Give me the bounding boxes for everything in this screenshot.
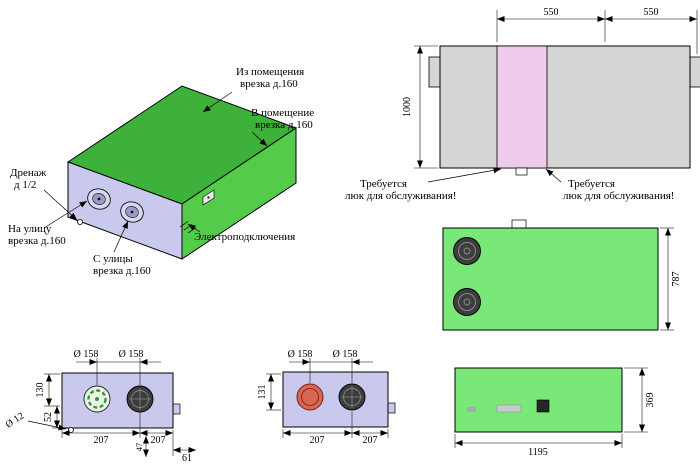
top-view-drain-tab	[515, 167, 528, 176]
top-view-body	[439, 45, 691, 169]
iso-port-right-center	[130, 210, 134, 214]
leader-to-room	[251, 131, 268, 147]
end-right-dia-right-label: Ø 158	[333, 349, 358, 360]
end-view-left: Ø 158 Ø 158 130 52 Ø 12 207 2	[4, 349, 196, 464]
iso-drain-fitting	[77, 218, 84, 225]
top-view: 550 550 1000 Требуется люк для обслужива…	[345, 7, 700, 202]
dim-787-label: 787	[671, 272, 682, 287]
dim-550-pair: 550 550	[496, 7, 698, 54]
end-left-port-fan	[83, 385, 111, 413]
label-from-street-line1: С улицы	[93, 253, 133, 265]
rear-view-electrical-box	[511, 219, 527, 229]
rear-view-port-top	[453, 237, 481, 265]
end-left-body	[61, 372, 174, 429]
dim-dia12: Ø 12	[4, 411, 67, 431]
label-drain-line2: д 1/2	[14, 179, 36, 191]
dim-1195: 1195	[454, 434, 623, 458]
iso-electrical-box-dot	[207, 196, 210, 199]
leader-service-right	[545, 168, 562, 183]
service-left-line1: Требуется	[360, 178, 407, 190]
top-view-right-port-stub	[689, 56, 700, 88]
end-right-port-grille	[338, 383, 366, 411]
dim-369: 369	[624, 367, 656, 433]
top-view-service-hatch	[496, 45, 548, 169]
dim-207c-label: 207	[310, 435, 325, 446]
end-right-dia-dims: Ø 158 Ø 158	[288, 349, 373, 383]
side-view-nameplate	[496, 404, 522, 413]
end-left-dia-right-label: Ø 158	[119, 349, 144, 360]
isometric-view: Из помещения врезка д.160 В помещение вр…	[8, 66, 314, 277]
dim-550-right-label: 550	[644, 7, 659, 18]
label-from-room-line2: врезка д.160	[240, 78, 298, 90]
label-to-street-line2: врезка д.160	[8, 235, 66, 247]
end-right-bottom-dims: 207 207	[282, 412, 389, 446]
end-right-port-red	[296, 383, 324, 411]
end-left-drain	[68, 427, 74, 433]
service-left-line2: люк для обслуживания!	[345, 190, 456, 202]
side-view-small-label	[467, 407, 476, 412]
leader-electrical	[187, 223, 201, 233]
iso-port-left-center	[97, 197, 101, 201]
iso-port-left	[87, 188, 111, 210]
side-view-electrical-box	[536, 399, 550, 413]
service-right-line2: люк для обслуживания!	[563, 190, 674, 202]
top-view-left-port-stub	[428, 56, 441, 88]
label-to-room-line1: В помещение	[251, 107, 314, 119]
iso-port-right	[120, 201, 144, 223]
service-right-line1: Требуется	[568, 178, 615, 190]
end-right-dia-left-label: Ø 158	[288, 349, 313, 360]
rear-view-port-bottom	[453, 288, 481, 316]
dim-130-label: 130	[35, 383, 46, 398]
dim-787: 787	[660, 227, 682, 331]
end-left-connector-stub	[172, 403, 181, 415]
leader-from-street	[113, 220, 129, 253]
leader-drain	[43, 189, 78, 221]
dim-52-label: 52	[43, 412, 54, 422]
label-from-street-line2: врезка д.160	[93, 265, 151, 277]
dim-131-label: 131	[257, 385, 268, 400]
end-left-dia-left-label: Ø 158	[74, 349, 99, 360]
dim-207b-label: 207	[151, 435, 166, 446]
label-from-room-line1: Из помещения	[236, 66, 304, 78]
leader-service-left	[427, 167, 502, 183]
end-view-right: Ø 158 Ø 158 131 207 207	[257, 349, 396, 446]
dim-61-label: 61	[182, 453, 192, 464]
dim-dia12-label: Ø 12	[4, 411, 27, 431]
dim-1000-label: 1000	[402, 97, 413, 117]
label-to-street-line1: На улицу	[8, 223, 52, 235]
leader-to-street	[43, 200, 88, 229]
iso-right-face	[181, 127, 297, 260]
leader-from-room	[202, 91, 233, 113]
end-left-port-grille	[126, 385, 154, 413]
dim-131: 131	[257, 373, 281, 411]
label-electrical: Электроподключения	[194, 231, 295, 243]
rear-view: 787	[442, 219, 682, 331]
end-left-bottom-dims: 207 207 47 61	[61, 412, 196, 464]
dim-550-left-label: 550	[544, 7, 559, 18]
label-drain-line1: Дренаж	[10, 167, 47, 179]
dim-1195-label: 1195	[528, 447, 548, 458]
side-view: 369 1195	[454, 367, 656, 458]
dim-369-label: 369	[645, 393, 656, 408]
label-to-room-line2: врезка д.160	[255, 119, 313, 131]
dim-47-label: 47	[134, 443, 144, 452]
dim-207d-label: 207	[363, 435, 378, 446]
dim-207a-label: 207	[94, 435, 109, 446]
end-right-connector-stub	[387, 402, 396, 414]
iso-electrical-box	[202, 189, 215, 206]
end-left-dia-dims: Ø 158 Ø 158	[74, 349, 161, 385]
dim-1000: 1000	[402, 45, 438, 169]
dim-130: 130	[35, 373, 60, 407]
